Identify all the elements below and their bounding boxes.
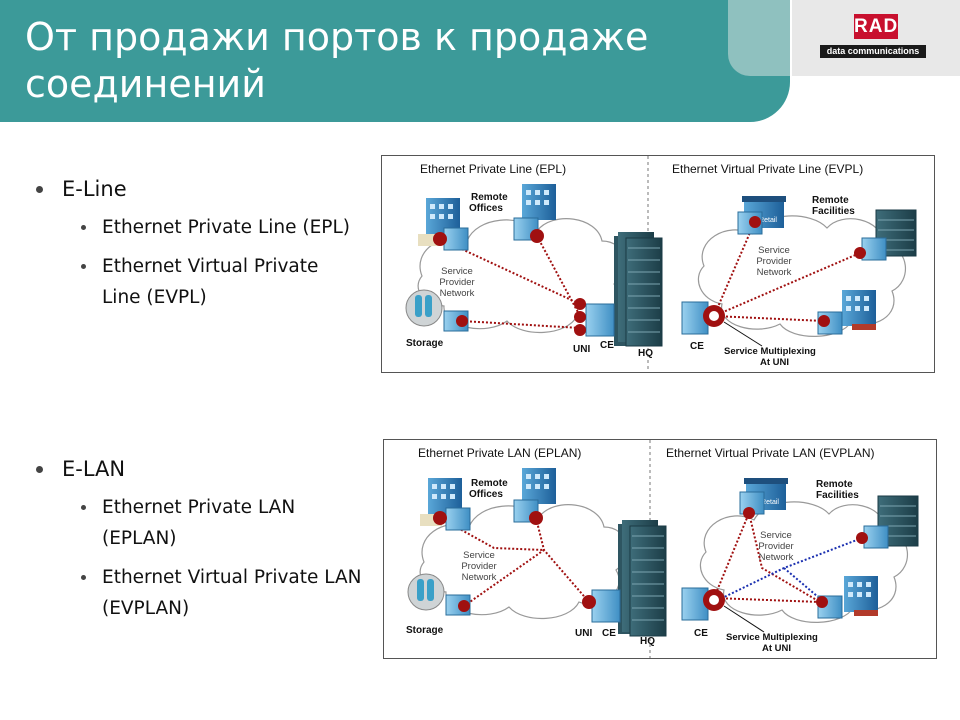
uni-port-icon <box>574 311 586 323</box>
ce-switch-icon <box>585 303 615 337</box>
uni-port-icon <box>530 229 544 243</box>
eplan-title: Ethernet Private LAN (EPLAN) <box>418 446 581 460</box>
hq-building-icon <box>614 232 663 347</box>
facility-building-icon <box>842 290 876 330</box>
uni-label: UNI <box>573 344 590 355</box>
uni-label: UNI <box>575 628 592 639</box>
bullet-evplan: Ethernet Virtual Private LAN (EVPLAN) <box>72 562 362 624</box>
epl-title: Ethernet Private Line (EPL) <box>420 162 566 176</box>
smux-label-2: At UNI <box>762 643 791 654</box>
evplan-links-blue <box>713 537 863 603</box>
evplan-links-red <box>713 509 821 603</box>
remote-offices-label-2: Offices <box>469 489 503 500</box>
uni-port-icon <box>529 511 543 525</box>
spn-label-r2: Provider <box>758 541 793 552</box>
spn-label-1: Service <box>463 550 495 561</box>
svg-text:Retail: Retail <box>761 499 779 506</box>
rad-logo: RAD <box>854 14 899 39</box>
uni-port-icon <box>433 232 447 246</box>
hq-label: HQ <box>640 636 655 647</box>
bullet-group-eline: E-Line Ethernet Private Line (EPL) Ether… <box>30 174 362 313</box>
switch-icon <box>445 507 471 531</box>
ce-switch-icon <box>681 587 709 621</box>
facility-building-icon <box>844 576 878 616</box>
uni-port-icon <box>854 247 866 259</box>
bullet-dot-icon <box>36 186 43 193</box>
spn-label-r2: Provider <box>756 256 791 267</box>
remote-office-building-icon <box>522 184 556 220</box>
storage-label: Storage <box>406 625 444 636</box>
storage-label: Storage <box>406 338 444 349</box>
bullet-epl: Ethernet Private Line (EPL) <box>72 212 362 243</box>
uni-port-icon <box>433 511 447 525</box>
bullet-dot-icon <box>81 225 86 230</box>
uni-port-icon <box>456 315 468 327</box>
bullet-dot-icon <box>81 264 86 269</box>
switch-icon <box>861 237 887 261</box>
spn-label-r3: Network <box>759 552 794 563</box>
bullet-dot-icon <box>81 575 86 580</box>
svg-text:Retail: Retail <box>759 217 777 224</box>
evpl-title: Ethernet Virtual Private Line (EVPL) <box>672 162 863 176</box>
title-band <box>0 0 790 122</box>
remote-offices-label-1: Remote <box>471 478 508 489</box>
remote-offices-label-1: Remote <box>471 192 508 203</box>
remote-offices-label-2: Offices <box>469 203 503 214</box>
bullet-eline: E-Line <box>30 174 362 204</box>
spn-label-2: Provider <box>461 561 496 572</box>
uni-port-icon <box>458 600 470 612</box>
uni-port-icon <box>582 595 596 609</box>
evplan-title: Ethernet Virtual Private LAN (EVPLAN) <box>666 446 875 460</box>
bullet-evpl: Ethernet Virtual Private Line (EVPL) <box>72 251 362 313</box>
spn-label-3: Network <box>440 288 475 299</box>
rad-logo-subtitle: data communications <box>820 45 926 58</box>
pointer-line <box>723 605 765 633</box>
spn-label-r1: Service <box>758 245 790 256</box>
uni-port-icon <box>816 596 828 608</box>
elan-diagram: Ethernet Private LAN (EPLAN) Ethernet Vi… <box>383 439 937 659</box>
remote-facilities-label-2: Facilities <box>816 490 859 501</box>
spn-label-r3: Network <box>757 267 792 278</box>
bullet-elan: E-LAN <box>30 454 362 484</box>
spn-label-r1: Service <box>760 530 792 541</box>
uni-port-icon <box>743 507 755 519</box>
uni-port-icon <box>818 315 830 327</box>
switch-icon <box>443 227 469 251</box>
spn-label-3: Network <box>462 572 497 583</box>
spn-label-1: Service <box>441 266 473 277</box>
ce-switch-icon <box>591 589 621 623</box>
smux-label-2: At UNI <box>760 357 789 368</box>
storage-icon <box>405 289 443 327</box>
bullet-dot-icon <box>81 505 86 510</box>
service-multiplexing-icon <box>703 589 725 611</box>
service-multiplexing-icon <box>703 305 725 327</box>
smux-label-1: Service Multiplexing <box>726 632 818 643</box>
slide-title: От продажи портов к продаже соединений <box>25 15 649 106</box>
storage-icon <box>407 573 445 611</box>
remote-facilities-label-1: Remote <box>816 479 853 490</box>
spn-label-2: Provider <box>439 277 474 288</box>
ce-label: CE <box>602 628 616 639</box>
evpl-links <box>713 220 861 322</box>
pointer-line <box>723 321 763 347</box>
remote-facilities-label-2: Facilities <box>812 206 855 217</box>
ce-label-right: CE <box>690 341 704 352</box>
bullet-dot-icon <box>36 466 43 473</box>
ce-label-right: CE <box>694 628 708 639</box>
bullet-eplan: Ethernet Private LAN (EPLAN) <box>72 492 362 554</box>
hq-building-icon <box>618 520 667 637</box>
uni-port-icon <box>574 324 586 336</box>
uni-port-icon <box>749 216 761 228</box>
bullet-group-elan: E-LAN Ethernet Private LAN (EPLAN) Ether… <box>30 454 362 624</box>
ce-label: CE <box>600 340 614 351</box>
remote-office-building-icon <box>522 468 556 504</box>
uni-port-icon <box>574 298 586 310</box>
remote-facilities-label-1: Remote <box>812 195 849 206</box>
smux-label-1: Service Multiplexing <box>724 346 816 357</box>
uni-port-icon <box>856 532 868 544</box>
hq-label: HQ <box>638 348 653 359</box>
header-accent-tab <box>728 0 790 76</box>
eline-diagram: Ethernet Private Line (EPL) Ethernet Vir… <box>381 155 935 373</box>
